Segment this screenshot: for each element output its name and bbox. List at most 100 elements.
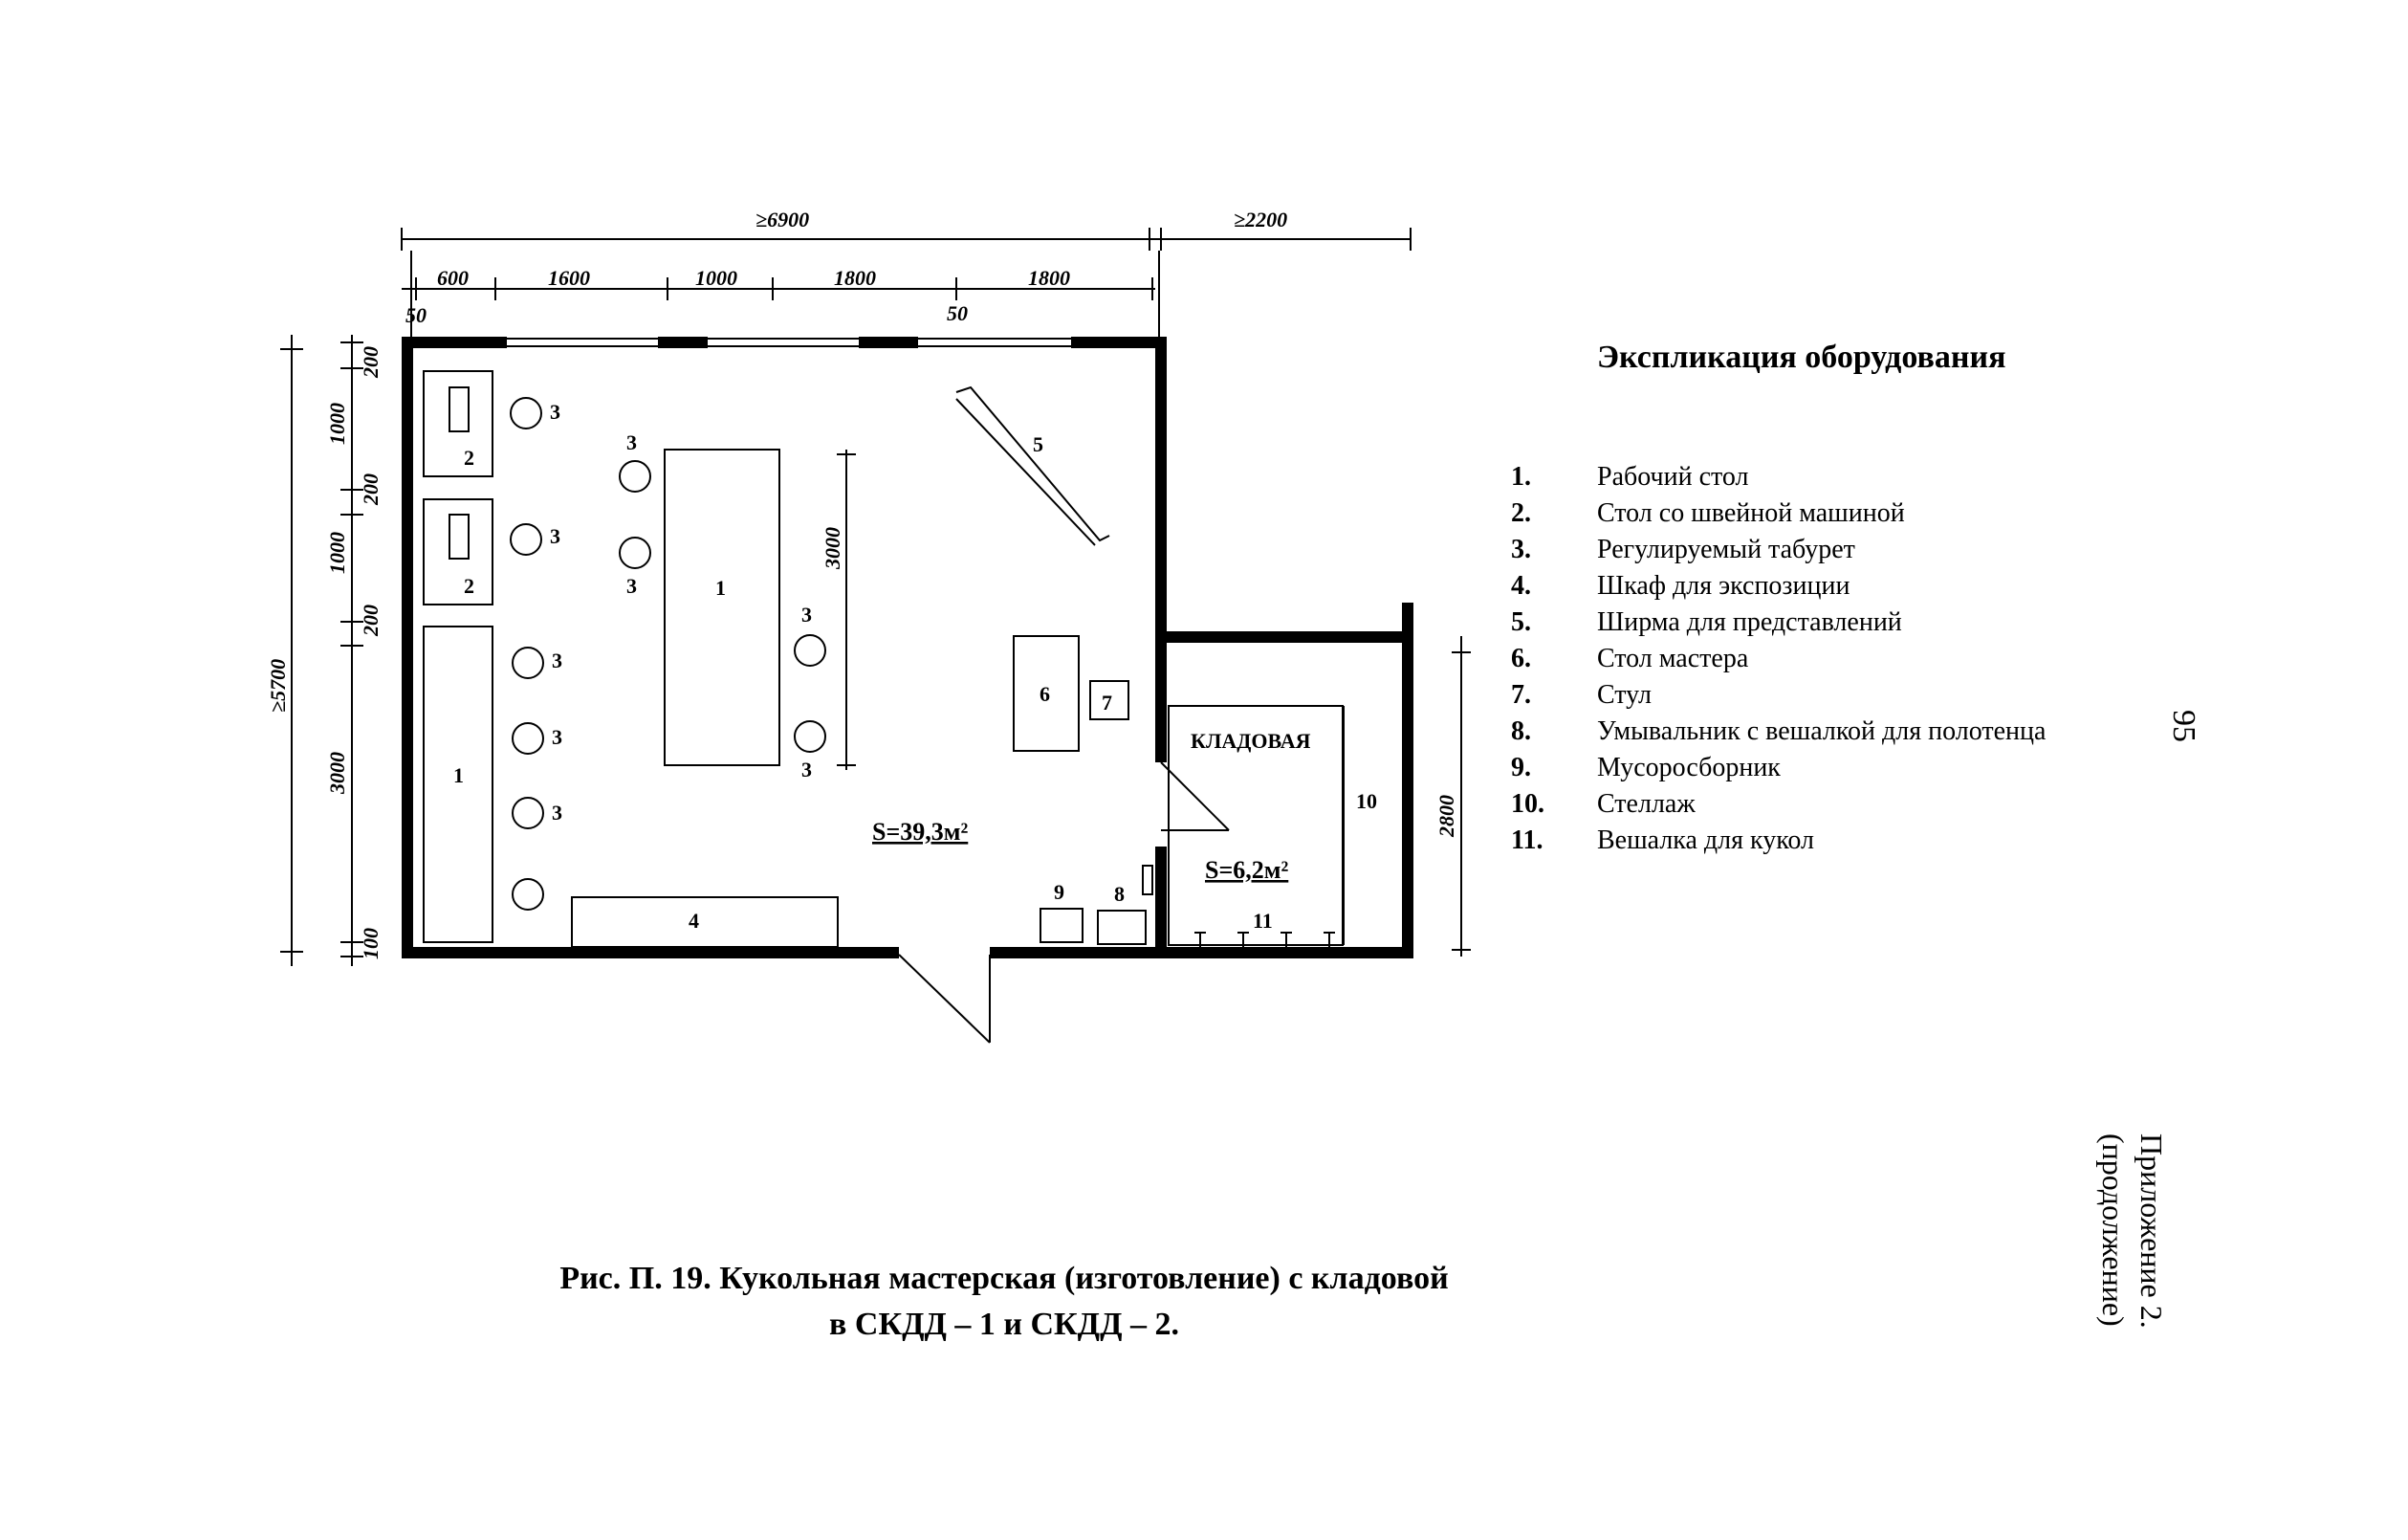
legend-item-number: 9.: [1511, 753, 1531, 782]
legend-item-label: Стол со швейной машиной: [1597, 498, 1905, 528]
puppet-screen: [955, 385, 1110, 542]
label-6: 6: [1040, 682, 1050, 706]
inner-dimensions: [837, 450, 1471, 957]
legend-item-number: 8.: [1511, 716, 1531, 746]
dimensions-top: [401, 228, 1412, 337]
sewing-machine-1: [449, 386, 470, 432]
dim-table-3000: 3000: [821, 527, 844, 570]
legend-item: 6. Стол мастера: [1511, 641, 2046, 677]
legend-item-number: 4.: [1511, 571, 1531, 601]
label-3i: 3: [801, 758, 812, 781]
display-cabinet: [571, 896, 839, 948]
legend-item-label: Умывальник с вешалкой для полотенца: [1597, 716, 2047, 746]
legend-item: 1.Рабочий стол: [1511, 459, 2046, 495]
area-store: S=6,2м²: [1205, 856, 1288, 884]
label-5: 5: [1033, 432, 1043, 456]
dim-overall-main: ≥6900: [755, 208, 809, 231]
dim-1600: 1600: [548, 266, 590, 290]
master-desk: [1013, 635, 1080, 752]
label-8: 8: [1114, 882, 1125, 906]
work-table-center: [664, 449, 780, 766]
legend-item-label: Стул: [1597, 680, 1652, 710]
dim-1000-b: 1000: [325, 532, 349, 574]
legend-item-number: 2.: [1511, 498, 1531, 528]
label-3f: 3: [626, 430, 637, 454]
sewing-machine-2: [449, 514, 470, 560]
appendix-line1: Приложение 2.: [2134, 1133, 2169, 1329]
sewing-table-2: [423, 498, 493, 605]
dim-200-a: 200: [359, 346, 383, 379]
page-number: 95: [2166, 710, 2201, 742]
legend-item: 7.Стул: [1511, 677, 2046, 714]
area-main: S=39,3м²: [872, 818, 968, 846]
label-9: 9: [1054, 880, 1064, 904]
legend-item-label: Стол мастера: [1597, 644, 1749, 673]
dim-50-b: 50: [947, 301, 968, 325]
doors: [898, 761, 1230, 1044]
label-3h: 3: [801, 603, 812, 627]
dim-overall-store: ≥2200: [1234, 208, 1287, 231]
legend-item-label: Вешалка для кукол: [1597, 825, 1815, 855]
chair: [1089, 680, 1129, 720]
dim-3000-left: 3000: [325, 752, 349, 795]
legend-item-number: 5.: [1511, 607, 1531, 637]
dim-1000: 1000: [695, 266, 737, 290]
legend-item: 10. Стеллаж: [1511, 786, 2046, 823]
towel-hanger: [1142, 865, 1153, 895]
label-1-center: 1: [715, 576, 726, 600]
doll-hangers: [1194, 932, 1335, 947]
label-2b: 2: [464, 574, 474, 598]
work-table-left: [423, 626, 493, 943]
legend-item-label: Рабочий стол: [1597, 462, 1749, 492]
label-3b: 3: [550, 524, 560, 548]
legend-item-number: 6.: [1511, 644, 1531, 673]
appendix-line2: (продолжение): [2096, 1133, 2131, 1327]
legend-item-number: 3.: [1511, 535, 1531, 564]
dimensions-left-labels: ≥5700 200 1000 200 1000 200 3000 100: [266, 346, 383, 959]
dim-1000-a: 1000: [325, 403, 349, 445]
stools: [510, 397, 826, 911]
legend-title: Экспликация оборудования: [1597, 340, 2006, 375]
dim-50-a: 50: [405, 303, 427, 327]
legend-item-label: Регулируемый табурет: [1597, 535, 1855, 564]
dim-store-2800: 2800: [1434, 795, 1458, 838]
label-2a: 2: [464, 446, 474, 470]
legend-item-number: 10.: [1511, 789, 1544, 819]
furniture: [423, 370, 1345, 948]
legend-item-label: Шкаф для экспозиции: [1597, 571, 1850, 601]
dim-1800-a: 1800: [834, 266, 876, 290]
dim-600: 600: [437, 266, 469, 290]
dimensions-left: [280, 335, 363, 966]
legend-item-label: Мусоросборник: [1597, 753, 1781, 782]
figure-caption-line2: в СКДД – 1 и СКДД – 2.: [829, 1307, 1179, 1342]
label-3e: 3: [552, 801, 562, 825]
label-11: 11: [1253, 909, 1273, 933]
legend-item-number: 11.: [1511, 825, 1543, 855]
walls: [402, 337, 1413, 958]
label-3a: 3: [550, 400, 560, 424]
windows: [507, 338, 1071, 347]
legend-item-label: Стеллаж: [1597, 789, 1696, 819]
legend-item: 9. Мусоросборник: [1511, 750, 2046, 786]
legend-item: 3. Регулируемый табурет: [1511, 532, 2046, 568]
label-3g: 3: [626, 574, 637, 598]
legend-item-label: Ширма для представлений: [1597, 607, 1902, 637]
dim-overall-left: ≥5700: [266, 659, 290, 713]
label-3c: 3: [552, 649, 562, 672]
legend-item: 11. Вешалка для кукол: [1511, 823, 2046, 859]
storeroom-label: КЛАДОВАЯ: [1191, 729, 1311, 753]
label-3d: 3: [552, 725, 562, 749]
sewing-table-1: [423, 370, 493, 477]
appendix-note: Приложение 2. (продолжение): [2094, 1133, 2171, 1329]
figure-caption-line1: Рис. П. 19. Кукольная мастерская (изгото…: [559, 1261, 1449, 1296]
dim-100: 100: [359, 928, 383, 959]
waste-bin: [1040, 908, 1084, 943]
legend-item: 2. Стол со швейной машиной: [1511, 495, 2046, 532]
label-1-left: 1: [453, 763, 464, 787]
dim-200-c: 200: [359, 605, 383, 637]
legend-item: 8. Умывальник с вешалкой для полотенца: [1511, 714, 2046, 750]
label-4: 4: [689, 909, 699, 933]
label-10: 10: [1356, 789, 1377, 813]
legend-item: 4. Шкаф для экспозиции: [1511, 568, 2046, 605]
